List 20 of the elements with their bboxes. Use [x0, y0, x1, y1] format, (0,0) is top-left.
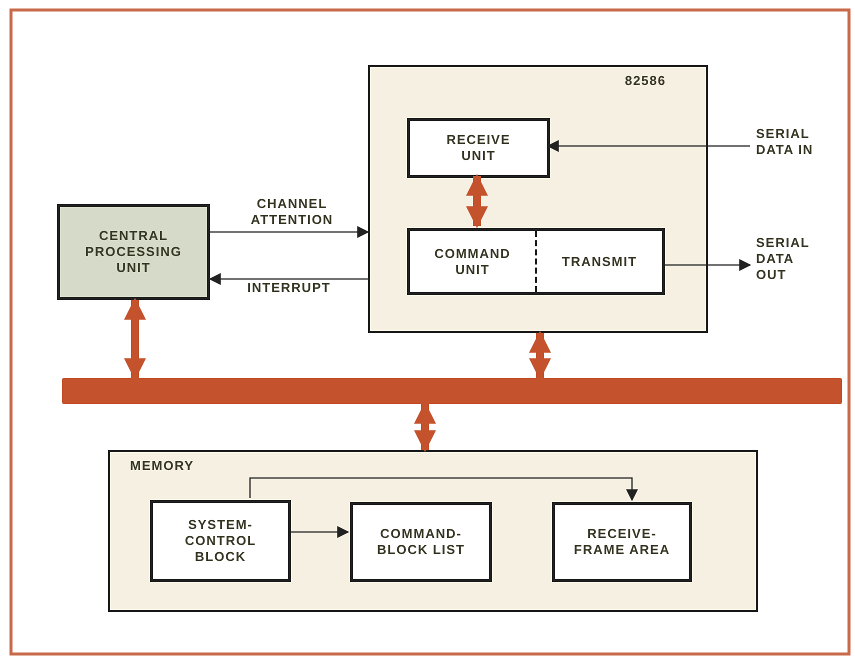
io-label: SERIAL DATA IN [756, 126, 814, 158]
unit-label: COMMAND UNIT [433, 246, 512, 278]
box-label: COMMAND-BLOCK LIST [376, 526, 466, 558]
io-label: SERIAL DATA OUT [756, 235, 810, 283]
block-title: MEMORY [130, 458, 194, 474]
box-label: CENTRAL PROCESSING UNIT [84, 228, 183, 276]
split-box [407, 228, 665, 295]
process-box [150, 500, 291, 582]
unit-label: TRANSMIT [560, 254, 638, 270]
system-bus-bar [62, 378, 842, 404]
block-panel [108, 450, 758, 612]
process-box [407, 118, 550, 178]
process-box [57, 204, 210, 300]
box-label: RECEIVE UNIT [445, 132, 512, 164]
block-title: 82586 [624, 73, 666, 89]
block-panel [368, 65, 708, 333]
box-label: RECEIVE-FRAME AREA [572, 526, 672, 558]
process-box [552, 502, 692, 582]
box-label: SYSTEM-CONTROL BLOCK [184, 517, 258, 565]
process-box [350, 502, 492, 582]
